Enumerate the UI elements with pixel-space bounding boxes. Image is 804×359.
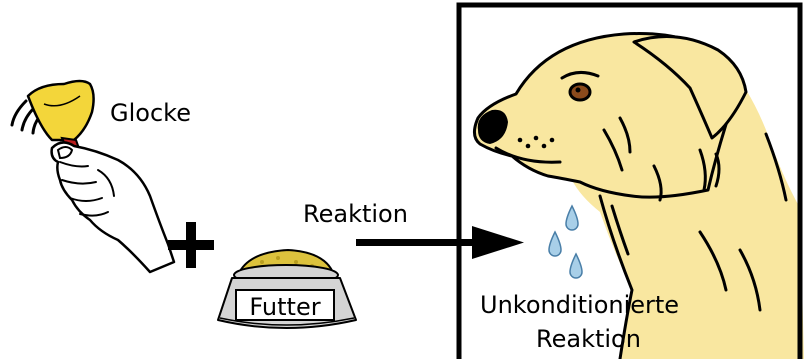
hand-icon <box>50 141 176 274</box>
hand-holding-bell-icon <box>10 79 176 274</box>
arrow-right-icon <box>356 226 524 259</box>
dog-panel <box>456 2 804 359</box>
saliva-drop-icon <box>548 204 583 279</box>
bell-icon <box>26 79 95 142</box>
plus-icon <box>168 222 214 268</box>
dog-panel-frame <box>456 2 803 359</box>
response-label-line2: Reaktion <box>536 325 641 353</box>
food-label: Futter <box>249 293 320 321</box>
dog-eye-icon <box>568 82 592 102</box>
bell-label: Glocke <box>110 99 191 127</box>
dog-nose-icon <box>477 109 508 144</box>
response-label-line1: Unkonditionierte <box>480 291 679 319</box>
food-bowl-icon <box>217 248 357 329</box>
arrow-label: Reaktion <box>303 200 408 228</box>
bowl-label-plate <box>235 289 335 321</box>
